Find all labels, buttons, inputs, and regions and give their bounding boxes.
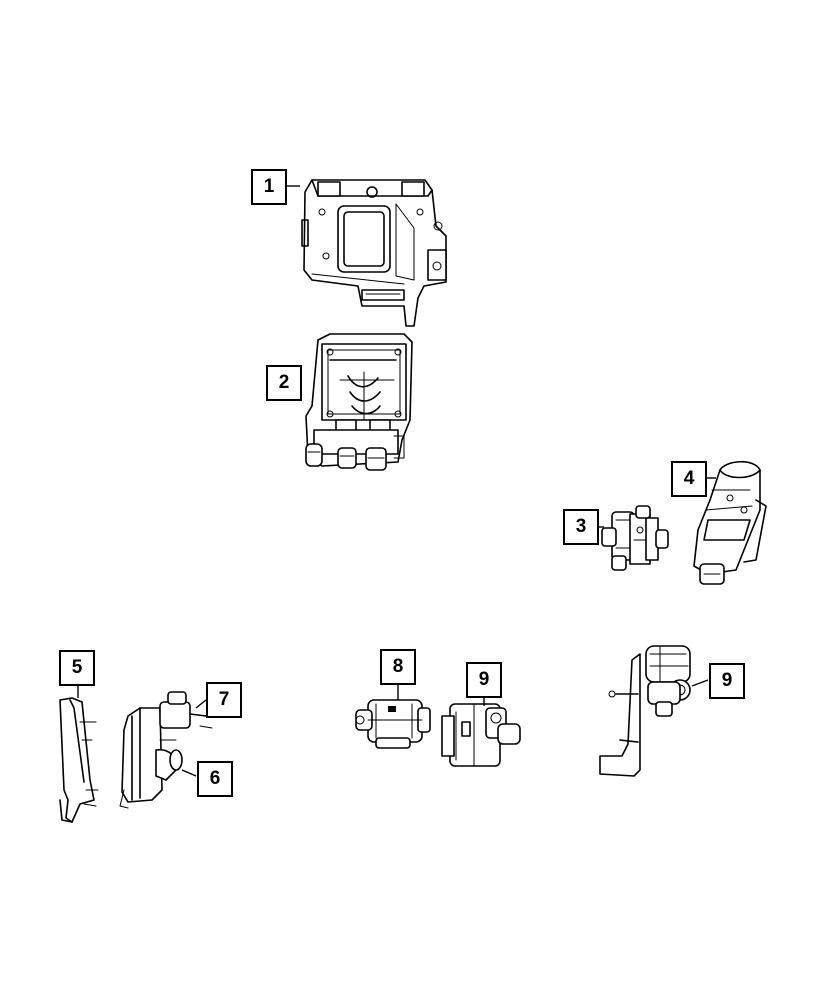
part-5-bracket — [59, 697, 99, 823]
callout-7: 7 — [206, 682, 242, 718]
part-4-heater — [693, 460, 767, 585]
callout-9a: 9 — [466, 662, 502, 698]
callout-6: 6 — [197, 761, 233, 797]
callout-5: 5 — [59, 650, 95, 686]
part-9-pump-right — [599, 645, 691, 777]
part-1-mounting-bracket — [301, 179, 447, 327]
callout-8: 8 — [380, 649, 416, 685]
part-2-module-frame — [305, 333, 413, 471]
callout-2: 2 — [266, 365, 302, 401]
part-3-valve — [601, 505, 669, 571]
callout-1: 1 — [251, 169, 287, 205]
part-9-pump-center — [441, 703, 521, 767]
part-6-7-assembly — [119, 691, 213, 809]
callout-3: 3 — [563, 509, 599, 545]
part-8-pump — [355, 699, 431, 749]
callout-9b: 9 — [709, 663, 745, 699]
callout-4: 4 — [671, 461, 707, 497]
